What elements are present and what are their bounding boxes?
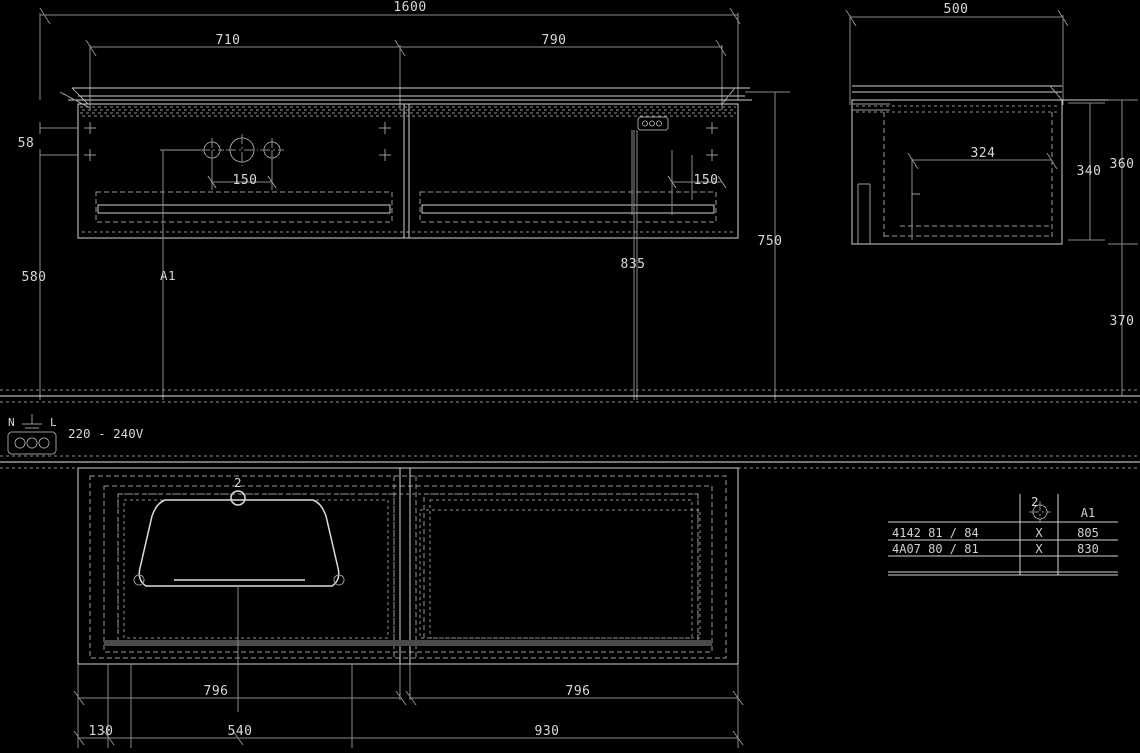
front-elevation-group: [0, 7, 1140, 403]
dim-360: [1108, 99, 1138, 245]
dim-drawer-widths: [73, 690, 744, 706]
floor-line: [0, 389, 1140, 403]
drawer-front-left: [95, 191, 393, 223]
options-table-group: [888, 494, 1118, 576]
tap-holes: [160, 134, 284, 190]
top-edge-hatch: [80, 106, 736, 114]
dim-340: [1068, 102, 1105, 241]
drawer-divider: [403, 104, 410, 238]
dim-overall-width: [39, 7, 741, 100]
dim-left-vertical: [39, 122, 78, 400]
tap-hole-center: [226, 134, 258, 166]
leader-835: [633, 130, 638, 400]
side-elevation-group: [845, 9, 1138, 396]
drawer-front-right: [419, 191, 717, 223]
basin-outline: [138, 499, 340, 587]
dim-section-widths: [85, 39, 727, 110]
countertop: [59, 87, 752, 109]
dim-inner-324: [907, 152, 1058, 240]
electrical-symbol-group: [7, 414, 57, 455]
dim-plan-bottom: [73, 730, 744, 746]
basin-waste-circle: [230, 490, 246, 506]
fixing-marks: [84, 122, 718, 161]
side-countertop: [852, 85, 1118, 101]
cabinet-body: [77, 103, 739, 239]
table-symbol-icon: [1029, 501, 1051, 523]
side-cabinet-body: [851, 99, 1063, 245]
dim-tap-right: [631, 130, 727, 215]
socket-symbol-badge: [637, 116, 669, 131]
dim-right-750: [745, 91, 790, 400]
plan-view-group: [0, 455, 1140, 748]
dim-depth-500: [845, 9, 1069, 105]
